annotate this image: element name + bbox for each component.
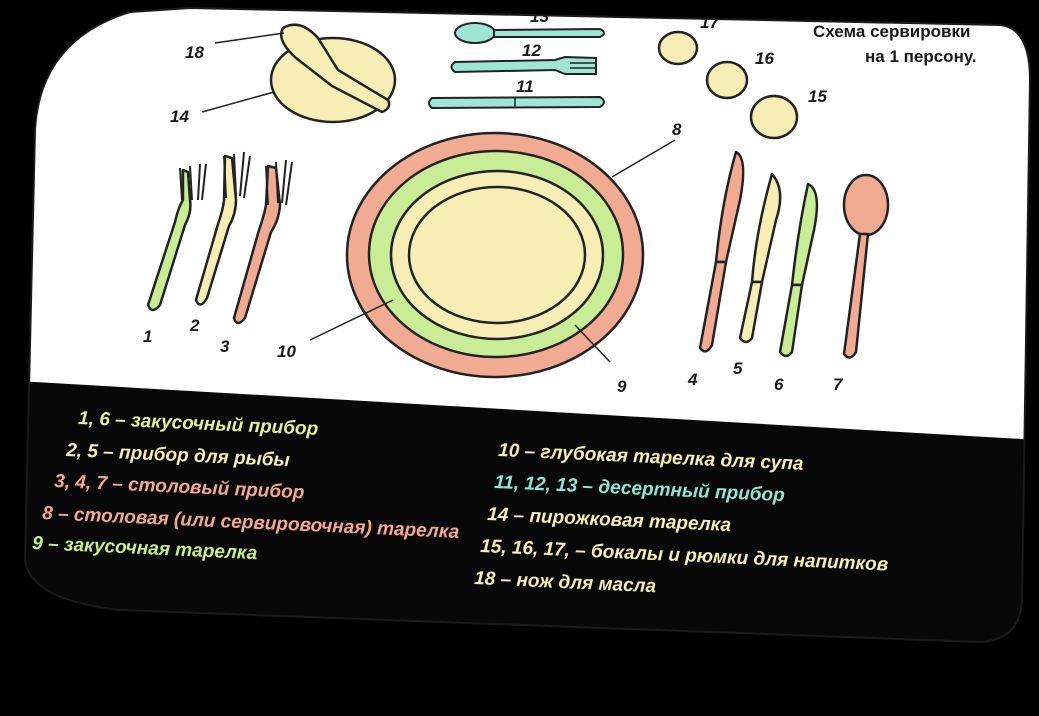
diagram-subtitle: на 1 персону. bbox=[865, 47, 977, 66]
leader-8 bbox=[611, 139, 676, 178]
spoon-7 bbox=[842, 173, 890, 359]
card-border bbox=[23, 6, 1032, 644]
fork-2 bbox=[194, 151, 251, 306]
glass-16 bbox=[705, 60, 749, 100]
label-3: 3 bbox=[220, 337, 230, 356]
fork-3 bbox=[232, 159, 293, 325]
soup-plate-well bbox=[407, 185, 587, 325]
label-4: 4 bbox=[687, 370, 698, 389]
label-12: 12 bbox=[522, 41, 541, 60]
label-5: 5 bbox=[733, 359, 743, 378]
dessert-fork bbox=[450, 55, 597, 75]
label-16: 16 bbox=[755, 49, 774, 68]
label-1: 1 bbox=[143, 327, 152, 346]
label-18: 18 bbox=[185, 43, 204, 62]
butter-knife bbox=[279, 23, 391, 114]
label-8: 8 bbox=[672, 120, 682, 139]
label-15: 15 bbox=[808, 87, 827, 106]
label-17: 17 bbox=[700, 13, 720, 32]
glass-17 bbox=[657, 30, 699, 66]
diagram-title: Схема сервировки bbox=[813, 22, 970, 41]
label-2: 2 bbox=[189, 316, 200, 335]
label-6: 6 bbox=[774, 375, 784, 394]
fish-knife-5 bbox=[738, 172, 782, 344]
knife-4 bbox=[698, 150, 745, 353]
fork-1 bbox=[146, 163, 207, 312]
label-7: 7 bbox=[833, 375, 844, 394]
label-14: 14 bbox=[170, 107, 189, 126]
label-11: 11 bbox=[516, 77, 534, 96]
label-10: 10 bbox=[277, 342, 296, 361]
label-13: 13 bbox=[530, 7, 549, 26]
dessert-knife bbox=[428, 95, 605, 110]
label-9: 9 bbox=[617, 377, 627, 396]
leader-18 bbox=[214, 32, 285, 44]
leader-10 bbox=[309, 299, 394, 341]
leader-14 bbox=[201, 91, 275, 113]
glass-15 bbox=[749, 94, 799, 140]
knife-6 bbox=[778, 182, 819, 358]
leader-9 bbox=[574, 324, 611, 363]
dessert-spoon bbox=[454, 22, 605, 44]
